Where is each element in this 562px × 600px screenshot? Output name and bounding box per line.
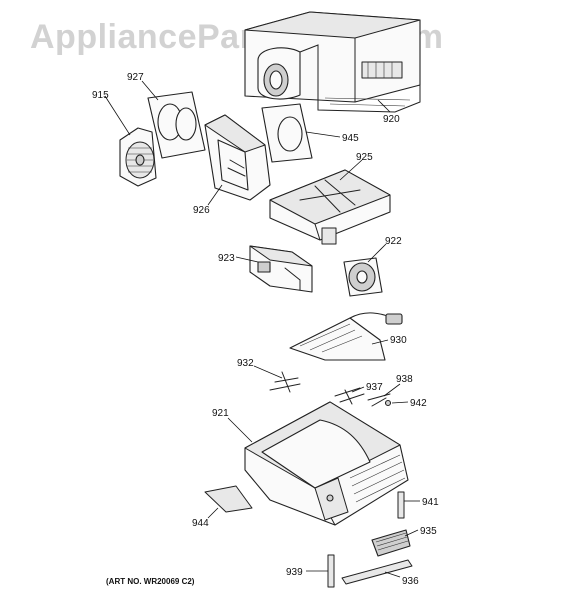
callout-930: 930 — [390, 335, 407, 346]
part-941-drawing — [397, 491, 405, 519]
callout-942: 942 — [410, 398, 427, 409]
callout-925: 925 — [356, 152, 373, 163]
art-number: (ART NO. WR20069 C2) — [106, 577, 195, 586]
part-921-drawing — [244, 401, 409, 526]
part-938-drawing — [367, 393, 391, 407]
callout-938: 938 — [396, 374, 413, 385]
part-939-drawing — [327, 554, 335, 588]
callout-932: 932 — [237, 358, 254, 369]
callout-944: 944 — [192, 518, 209, 529]
part-937-drawing — [334, 387, 365, 405]
part-945-drawing — [261, 103, 313, 163]
callout-926: 926 — [193, 205, 210, 216]
part-935-drawing — [371, 529, 411, 557]
part-930-drawing — [289, 312, 403, 361]
part-932-drawing — [269, 371, 301, 393]
part-927-drawing — [147, 91, 206, 159]
callout-labels: 915 927 920 945 925 926 923 922 930 932 … — [92, 72, 439, 587]
part-925-drawing — [269, 169, 391, 245]
part-923-drawing — [249, 245, 313, 293]
callout-920: 920 — [383, 114, 400, 125]
callout-939: 939 — [286, 567, 303, 578]
part-936-drawing — [341, 559, 413, 585]
callout-936: 936 — [402, 576, 419, 587]
leader-lines — [104, 80, 420, 578]
part-944-drawing — [204, 485, 253, 513]
callout-922: 922 — [385, 236, 402, 247]
callout-915: 915 — [92, 90, 109, 101]
part-920-drawing — [244, 11, 421, 113]
callout-937: 937 — [366, 382, 383, 393]
callout-923: 923 — [218, 253, 235, 264]
part-942-drawing — [384, 399, 392, 407]
callout-941: 941 — [422, 497, 439, 508]
callout-927: 927 — [127, 72, 144, 83]
part-922-drawing — [343, 257, 383, 297]
part-926-drawing — [204, 114, 271, 201]
part-915-drawing — [119, 127, 157, 187]
callout-935: 935 — [420, 526, 437, 537]
callout-921: 921 — [212, 408, 229, 419]
callout-945: 945 — [342, 133, 359, 144]
